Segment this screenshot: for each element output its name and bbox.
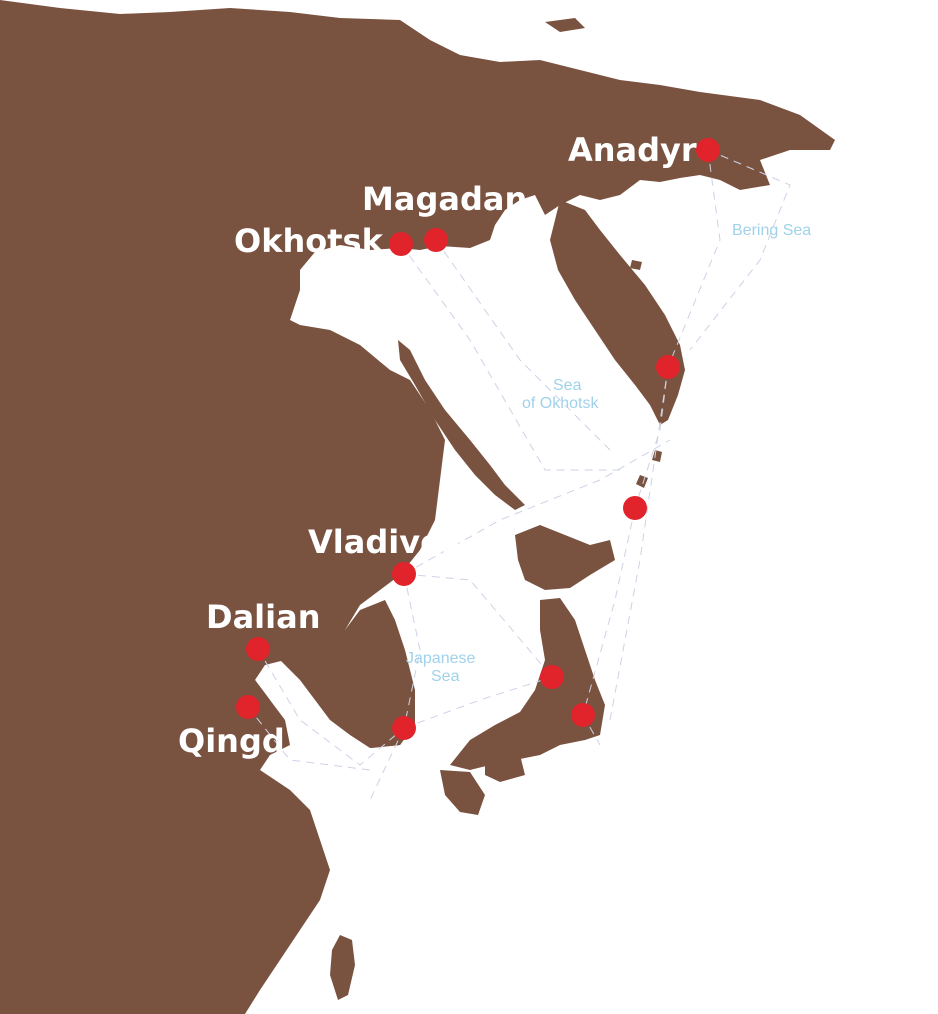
wrangel-area-island bbox=[545, 18, 585, 32]
port-marker-niigata[interactable] bbox=[540, 665, 564, 689]
sea-label-japanese-line1: Japanese bbox=[406, 650, 475, 667]
route-line bbox=[582, 507, 636, 716]
city-label-magadan: Magadan bbox=[362, 180, 527, 218]
city-label-qingdao: Qingd bbox=[178, 722, 285, 760]
port-marker-kuril[interactable] bbox=[623, 496, 647, 520]
route-line bbox=[400, 243, 620, 471]
city-label-vladivostok: Vladivos bbox=[308, 523, 461, 561]
route-line bbox=[257, 648, 405, 766]
port-marker-anadyr[interactable] bbox=[696, 138, 720, 162]
sea-labels: Bering Sea Sea of Okhotsk Japanese Sea bbox=[406, 222, 811, 685]
taiwan bbox=[330, 935, 355, 1000]
honshu bbox=[450, 598, 605, 770]
kuril-island-1 bbox=[630, 260, 642, 270]
route-line bbox=[667, 149, 721, 368]
route-line bbox=[689, 149, 791, 351]
port-markers bbox=[236, 138, 720, 740]
city-label-okhotsk: Okhotsk bbox=[234, 222, 384, 260]
sea-label-japanese-line2: Sea bbox=[431, 668, 460, 685]
route-line bbox=[403, 676, 553, 729]
port-marker-kamchatka[interactable] bbox=[656, 355, 680, 379]
route-line bbox=[435, 239, 611, 451]
city-label-anadyr: Anadyr bbox=[568, 131, 697, 169]
kyushu bbox=[440, 770, 485, 815]
mainland-asia bbox=[0, 0, 835, 1014]
city-labels: Anadyr Magadan Okhotsk Vladivos Dalian Q… bbox=[178, 131, 697, 760]
sea-label-okhotsk-line1: Sea bbox=[553, 377, 582, 394]
kuril-island-2 bbox=[652, 450, 662, 462]
port-marker-okhotsk[interactable] bbox=[389, 232, 413, 256]
landmass bbox=[0, 0, 835, 1014]
hokkaido bbox=[515, 525, 615, 590]
port-marker-dalian[interactable] bbox=[246, 637, 270, 661]
sakhalin bbox=[398, 340, 525, 510]
port-marker-busan[interactable] bbox=[392, 716, 416, 740]
kuril-island-3 bbox=[636, 475, 648, 488]
korean-peninsula bbox=[330, 600, 415, 748]
shikoku bbox=[485, 755, 525, 782]
sea-label-okhotsk-line2: of Okhotsk bbox=[522, 395, 599, 412]
port-marker-qingdao[interactable] bbox=[236, 695, 260, 719]
kamchatka bbox=[550, 200, 685, 425]
route-line bbox=[403, 573, 421, 729]
port-marker-tokyo[interactable] bbox=[571, 703, 595, 727]
sea-label-bering: Bering Sea bbox=[732, 222, 811, 239]
city-label-dalian: Dalian bbox=[206, 598, 320, 636]
route-line bbox=[403, 439, 671, 575]
shipping-routes bbox=[247, 149, 791, 801]
port-marker-magadan[interactable] bbox=[424, 228, 448, 252]
port-marker-vladivostok[interactable] bbox=[392, 562, 416, 586]
